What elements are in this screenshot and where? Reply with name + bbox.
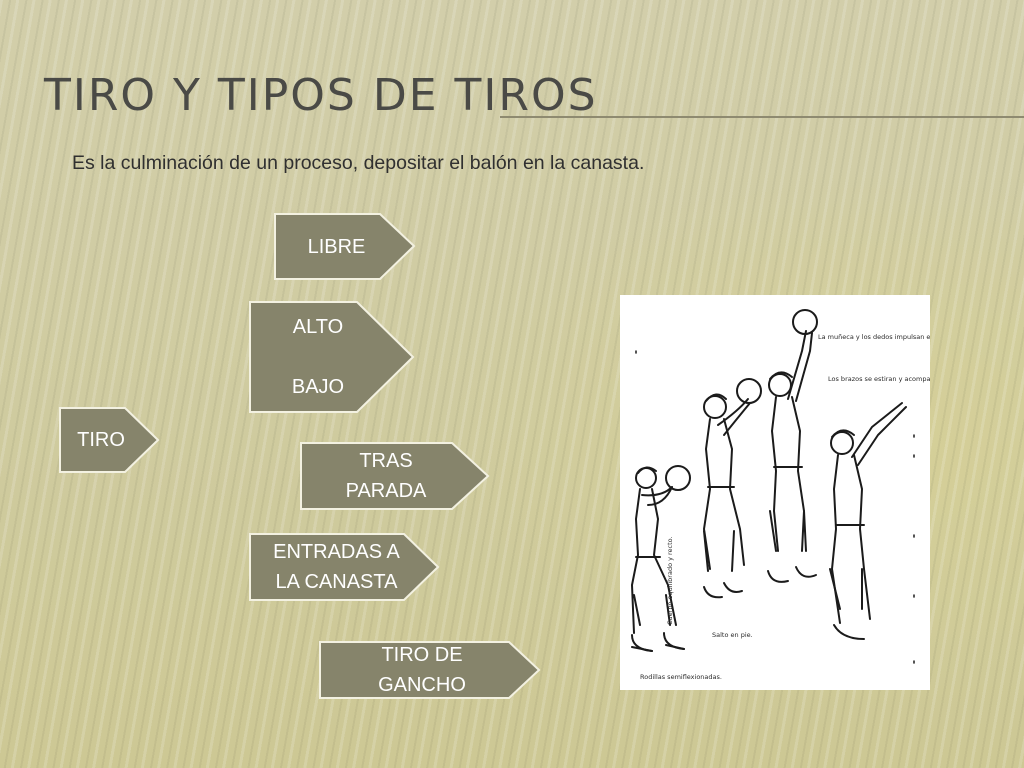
shot-type-label: LA CANASTA	[275, 571, 398, 593]
shot-type-shape	[300, 442, 490, 510]
players-drawing: La muñeca y los dedos impulsan el balón.…	[620, 295, 995, 690]
annotation-5: Rodillas semiflexionadas.	[640, 673, 722, 681]
shot-type-label: GANCHO	[378, 674, 466, 696]
shot-type-gancho: TIRO DE GANCHO	[319, 641, 541, 699]
player-4-figure	[829, 402, 907, 640]
shot-type-label: PARADA	[345, 480, 427, 502]
slide-subtitle: Es la culminación de un proceso, deposit…	[72, 152, 645, 174]
shot-type-tras-parada: TRAS PARADA	[300, 442, 490, 510]
shot-type-label: BAJO	[291, 376, 345, 398]
root-label: TIRO	[77, 429, 125, 451]
annotation-3: Cuerpo equilibrado y recto.	[666, 536, 674, 625]
shot-type-shape	[249, 533, 440, 601]
shot-type-label: ALTO	[292, 316, 344, 338]
shot-type-label: TRAS	[359, 450, 413, 472]
shot-type-alto-bajo: ALTO BAJO	[249, 301, 415, 413]
player-3-figure	[767, 309, 818, 583]
annotation-4: Salto en pie.	[712, 631, 753, 639]
shot-type-shape	[249, 301, 415, 413]
shot-type-entradas: ENTRADAS A LA CANASTA	[249, 533, 440, 601]
title-underline	[500, 116, 1024, 118]
shot-type-shape	[274, 213, 416, 280]
shooting-sequence-illustration: La muñeca y los dedos impulsan el balón.…	[620, 295, 995, 690]
shot-type-label: ENTRADAS A	[273, 541, 400, 563]
shot-type-libre: LIBRE	[274, 213, 416, 280]
slide-title: TIRO Y TIPOS DE TIROS	[44, 70, 598, 121]
shot-type-label: LIBRE	[307, 235, 366, 258]
annotation-1: La muñeca y los dedos impulsan el balón.	[818, 333, 930, 341]
shot-type-label: TIRO DE	[381, 644, 463, 666]
root-shape-tiro: TIRO	[59, 407, 160, 473]
player-1-figure	[631, 465, 691, 652]
annotation-2: Los brazos se estiran y acompañan el lan…	[828, 375, 930, 383]
root-shape-outline	[59, 407, 160, 473]
shot-type-label-spacer	[315, 342, 321, 372]
shot-type-shape	[319, 641, 541, 699]
player-2-figure	[703, 378, 762, 599]
